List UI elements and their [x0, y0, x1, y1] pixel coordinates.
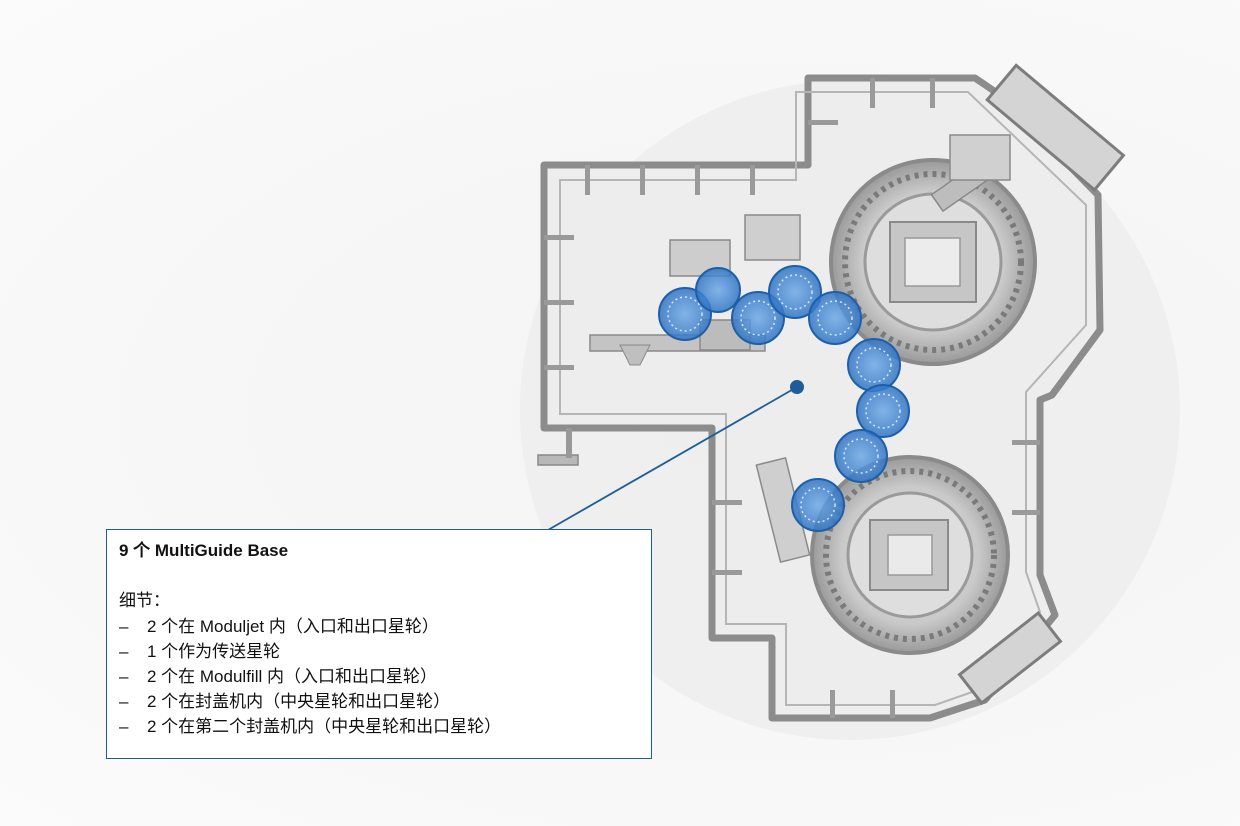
detail-item: –2 个在 Modulfill 内（入口和出口星轮）	[119, 667, 437, 686]
top-right-panel	[985, 63, 1126, 192]
starwheel-5	[808, 291, 862, 345]
callout-leader-line	[547, 386, 798, 531]
starwheel-9	[791, 478, 845, 532]
detail-item: –2 个在 Moduljet 内（入口和出口星轮）	[119, 617, 439, 636]
starwheel-6	[847, 338, 901, 392]
detail-item: –2 个在封盖机内（中央星轮和出口星轮）	[119, 692, 451, 711]
starwheel-4	[768, 265, 822, 319]
callout-subtitle: 细节：	[119, 591, 170, 610]
starwheel-2	[695, 267, 741, 313]
callout-anchor-dot	[790, 380, 804, 394]
callout-detail-list: –2 个在 Moduljet 内（入口和出口星轮） –1 个作为传送星轮 –2 …	[119, 614, 639, 739]
starwheel-7	[856, 384, 910, 438]
bottom-right-panel	[957, 610, 1063, 706]
detail-item: –1 个作为传送星轮	[119, 642, 281, 661]
multiguide-base-starwheels	[658, 265, 910, 532]
guard-posts	[544, 78, 1040, 718]
left-stand	[537, 454, 579, 466]
multiguide-callout-box: 9 个 MultiGuide Base 细节： –2 个在 Moduljet 内…	[106, 529, 652, 759]
upper-rotary-machine	[829, 134, 1037, 366]
starwheel-3	[731, 291, 785, 345]
detail-item: –2 个在第二个封盖机内（中央星轮和出口星轮）	[119, 717, 502, 736]
callout-title: 9 个 MultiGuide Base	[119, 541, 289, 560]
lower-rotary-machine	[755, 455, 1010, 655]
starwheel-8	[834, 429, 888, 483]
